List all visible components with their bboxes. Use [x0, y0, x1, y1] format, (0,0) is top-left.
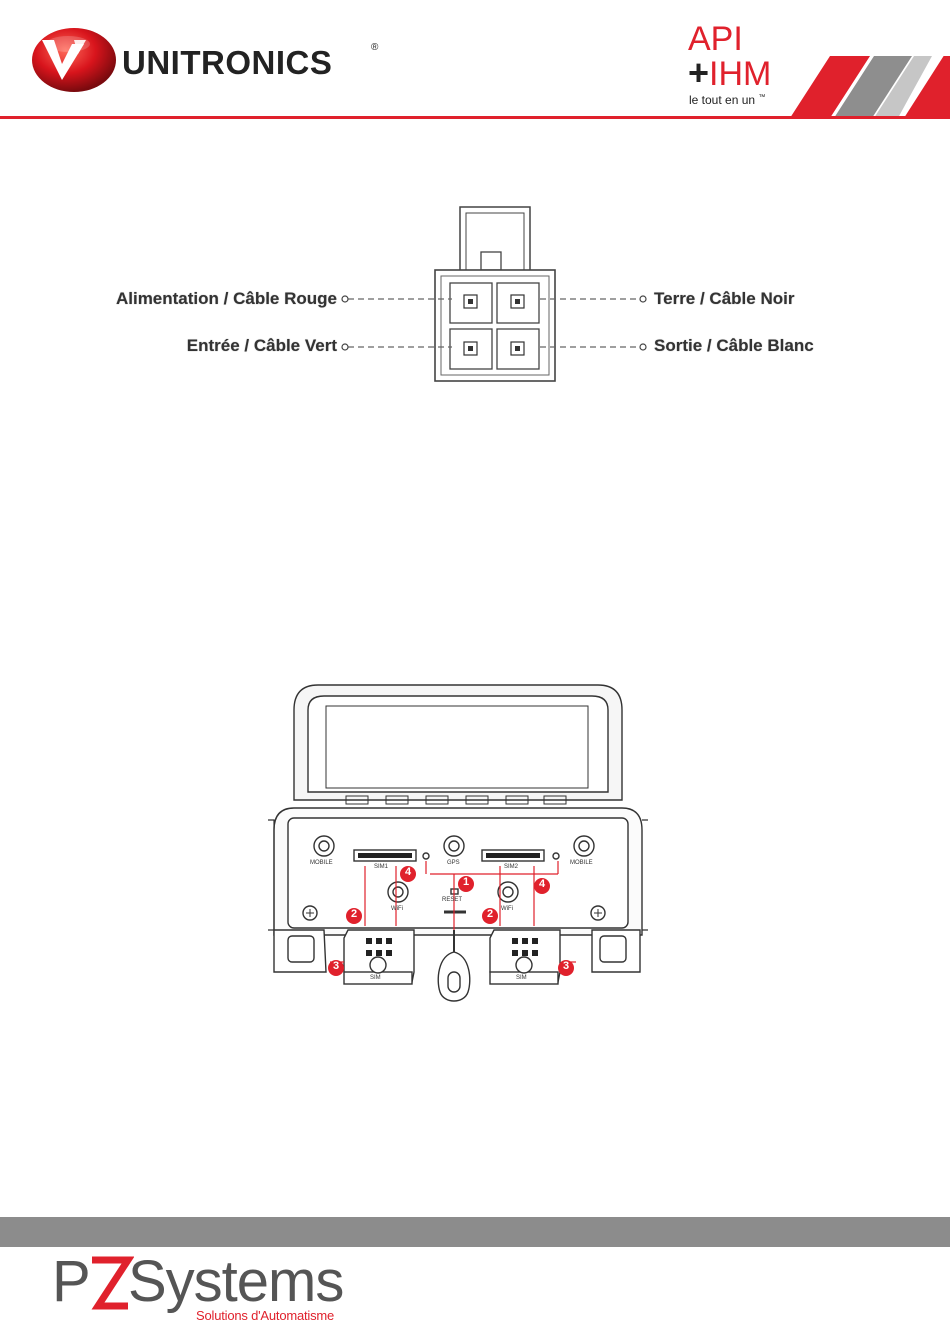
footer-band [0, 1217, 950, 1247]
router-drawing [268, 680, 648, 1010]
pin-label-power: Alimentation / Câble Rouge [116, 289, 337, 309]
callout-2-left: 2 [349, 908, 359, 920]
page-header: UNITRONICS ® API +IHM le tout en un ™ [0, 0, 950, 124]
plz-logo-subtitle: Solutions d'Automatisme [196, 1308, 334, 1323]
callout-3-left: 3 [331, 960, 341, 972]
router-sim-diagram: MOBILE MOBILE GPS WiFi WiFi SIM1 SIM2 RE… [268, 680, 648, 1010]
slot-label-sim1: SIM1 [374, 864, 388, 870]
pin-label-output: Sortie / Câble Blanc [654, 336, 814, 356]
trademark-mark: ™ [758, 94, 765, 101]
tray-label-right: SIM [516, 975, 527, 981]
port-label-mobile-left: MOBILE [310, 860, 333, 866]
ihm-text: IHM [709, 55, 771, 93]
pin-label-ground: Terre / Câble Noir [654, 289, 794, 309]
brand-name: UNITRONICS [122, 44, 332, 82]
registered-mark: ® [371, 42, 378, 53]
api-text: API [688, 22, 743, 56]
port-label-gps: GPS [447, 860, 460, 866]
tagline-text: le tout en un [689, 93, 755, 107]
port-label-mobile-right: MOBILE [570, 860, 593, 866]
reset-label: RESET [442, 897, 462, 903]
port-label-wifi-left: WiFi [391, 906, 403, 912]
plz-logo-z-mark [84, 1256, 134, 1312]
unitronics-logo-icon [28, 22, 118, 94]
plz-logo-systems: Systems [128, 1251, 343, 1313]
ihm-line: +IHM [688, 56, 771, 91]
callout-3-right: 3 [561, 960, 571, 972]
header-rule [0, 116, 950, 119]
tagline: le tout en un ™ [689, 93, 765, 107]
tray-label-left: SIM [370, 975, 381, 981]
callout-4-right: 4 [537, 878, 547, 890]
header-chevron-decoration [790, 56, 950, 118]
port-label-wifi-right: WiFi [501, 906, 513, 912]
pin-label-input: Entrée / Câble Vert [187, 336, 337, 356]
callout-1: 1 [461, 876, 471, 888]
callout-2-right: 2 [485, 908, 495, 920]
plus-sign: + [688, 52, 709, 93]
power-connector-diagram: Alimentation / Câble Rouge Entrée / Câbl… [0, 195, 950, 395]
callout-4-left: 4 [403, 866, 413, 878]
slot-label-sim2: SIM2 [504, 864, 518, 870]
